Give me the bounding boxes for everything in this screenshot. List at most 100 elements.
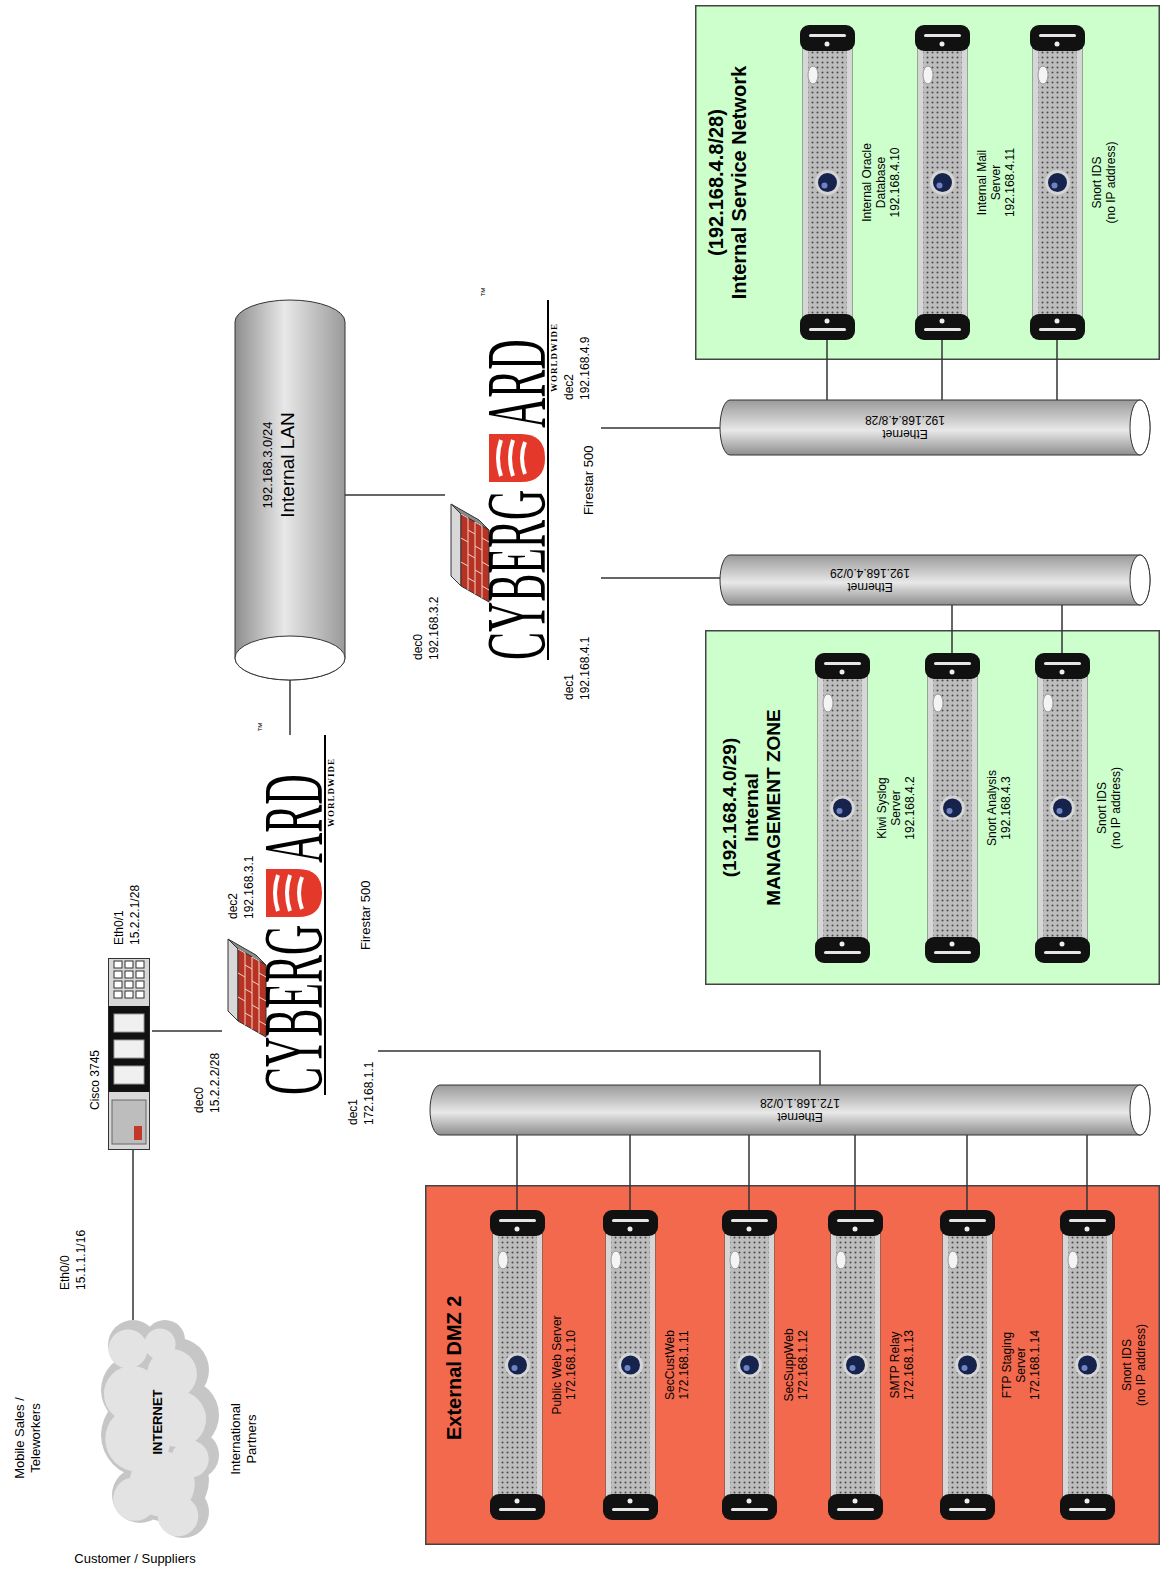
network-link xyxy=(601,427,720,429)
rack-handle-line xyxy=(1039,328,1076,331)
cloud-highlight xyxy=(109,1330,148,1369)
server-name: SecSuppWeb xyxy=(783,1328,797,1401)
rack-band xyxy=(875,1228,880,1502)
rack-screw xyxy=(950,670,955,675)
rack-screw xyxy=(1055,319,1060,324)
ethernet-segment: Ethernet192.168.4.0/29 xyxy=(720,555,1150,605)
rack-badge xyxy=(498,1251,508,1269)
server-name: Snort IDS xyxy=(1096,782,1110,834)
rack-button-light xyxy=(937,183,943,189)
server-node: SecSuppWeb172.168.1.12 xyxy=(722,1210,813,1520)
interface-name: Eth0/1 xyxy=(112,910,126,945)
ip-address: 172.168.1.1 xyxy=(362,1062,376,1125)
network-link xyxy=(516,1135,518,1210)
rack-handle xyxy=(940,1494,995,1520)
rack-handle xyxy=(1035,937,1090,963)
rack-band xyxy=(818,671,823,945)
rack-body xyxy=(918,43,967,322)
logo-stripe xyxy=(510,440,513,476)
rack-screw xyxy=(628,1227,633,1232)
rack-band xyxy=(847,43,852,322)
internet-cloud: INTERNET xyxy=(95,1320,220,1540)
model-name: Firestar 500 xyxy=(358,881,374,950)
rack-button-light xyxy=(625,1365,631,1371)
ip-address: 172.168.1.12 xyxy=(797,1330,811,1400)
segment-label: Ethernet xyxy=(760,1110,840,1124)
ip-address: (no IP address) xyxy=(1110,767,1124,849)
lan-segment: 192.168.3.0/24Internal LAN xyxy=(235,300,345,680)
interface-name: Eth0/0 xyxy=(58,1255,72,1290)
device-name: Cisco 3745 xyxy=(88,1050,102,1110)
zone-rect xyxy=(706,631,1160,985)
rack-button-light xyxy=(947,808,953,814)
rack-button xyxy=(932,172,954,194)
firewall-mortar xyxy=(245,965,252,969)
server-rack xyxy=(1030,25,1085,340)
rack-body xyxy=(831,1228,880,1502)
rack-button-light xyxy=(850,1365,856,1371)
rack-band xyxy=(803,43,808,322)
firewall-wall-top xyxy=(451,504,461,586)
logo-subtitle: WORLDWIDE xyxy=(326,758,337,827)
router-slot xyxy=(114,1014,144,1032)
cylinder-end xyxy=(1130,400,1150,455)
router-panel xyxy=(112,1100,146,1144)
router-node: Cisco 3745 xyxy=(86,958,152,1150)
rack-band xyxy=(537,1228,542,1502)
rack-body xyxy=(928,671,977,945)
server-rack xyxy=(925,653,980,963)
rack-button xyxy=(739,1354,761,1376)
rack-handle-line xyxy=(499,1508,536,1511)
rack-button-light xyxy=(837,808,843,814)
ip-address: 15.1.1.1/16 xyxy=(74,1230,88,1290)
router-port xyxy=(136,981,144,988)
rack-handle xyxy=(940,1210,995,1236)
cylinder-end xyxy=(1130,555,1150,605)
rack-handle xyxy=(603,1210,658,1236)
rack-handle-line xyxy=(924,328,961,331)
text-group: Public Web Server172.168.1.10 xyxy=(551,1210,579,1520)
interface-name: dec0 xyxy=(411,634,425,660)
rack-band xyxy=(1082,671,1087,945)
zone-title: Internal Service Network xyxy=(728,5,751,360)
rack-button-light xyxy=(512,1365,518,1371)
router-slot xyxy=(114,1040,144,1058)
rack-button xyxy=(957,1354,979,1376)
rack-handle-line xyxy=(499,1219,536,1222)
text-group: (192.168.4.0/29)InternalMANAGEMENT ZONE xyxy=(719,630,785,985)
rack-handle-line xyxy=(809,34,846,37)
zone-title: Internal xyxy=(741,630,763,985)
text-group: Snort IDS(no IP address) xyxy=(1121,1210,1149,1520)
ethernet-cylinder xyxy=(430,1085,1150,1135)
router-port xyxy=(114,981,122,988)
server-node: Snort IDS(no IP address) xyxy=(1030,25,1121,340)
ip-address: 192.168.4.9 xyxy=(578,337,592,400)
rack-screw xyxy=(1055,42,1060,47)
model-name: Firestar 500 xyxy=(581,446,597,515)
ip-address: 192.168.4.3 xyxy=(1000,776,1014,839)
rack-handle-line xyxy=(1044,951,1081,954)
logo-shield xyxy=(266,869,322,917)
segment-label: 192.168.4.8/28 xyxy=(865,413,945,427)
rack-handle-line xyxy=(731,1219,768,1222)
network-link xyxy=(1061,605,1063,653)
rack-handle xyxy=(925,653,980,679)
logo-subtitle: WORLDWIDE xyxy=(549,323,560,392)
cylinder-end xyxy=(1130,1085,1150,1135)
logo-text: ARD xyxy=(475,339,559,428)
rack-band xyxy=(918,43,923,322)
segment-label: Ethernet xyxy=(865,428,945,442)
rack-handle xyxy=(828,1494,883,1520)
rack-body xyxy=(1038,671,1087,945)
server-node: Snort IDS(no IP address) xyxy=(1060,1210,1151,1520)
rack-handle xyxy=(603,1494,658,1520)
rack-handle xyxy=(828,1210,883,1236)
ip-address: 192.168.4.11 xyxy=(1004,148,1018,217)
logo-stripe xyxy=(287,875,290,911)
rack-screw xyxy=(950,942,955,947)
rack-band xyxy=(725,1228,730,1502)
rack-button xyxy=(942,797,964,819)
user-group-label: Customer / Suppliers xyxy=(74,1551,195,1567)
server-name: Snort IDS xyxy=(1121,1339,1135,1391)
